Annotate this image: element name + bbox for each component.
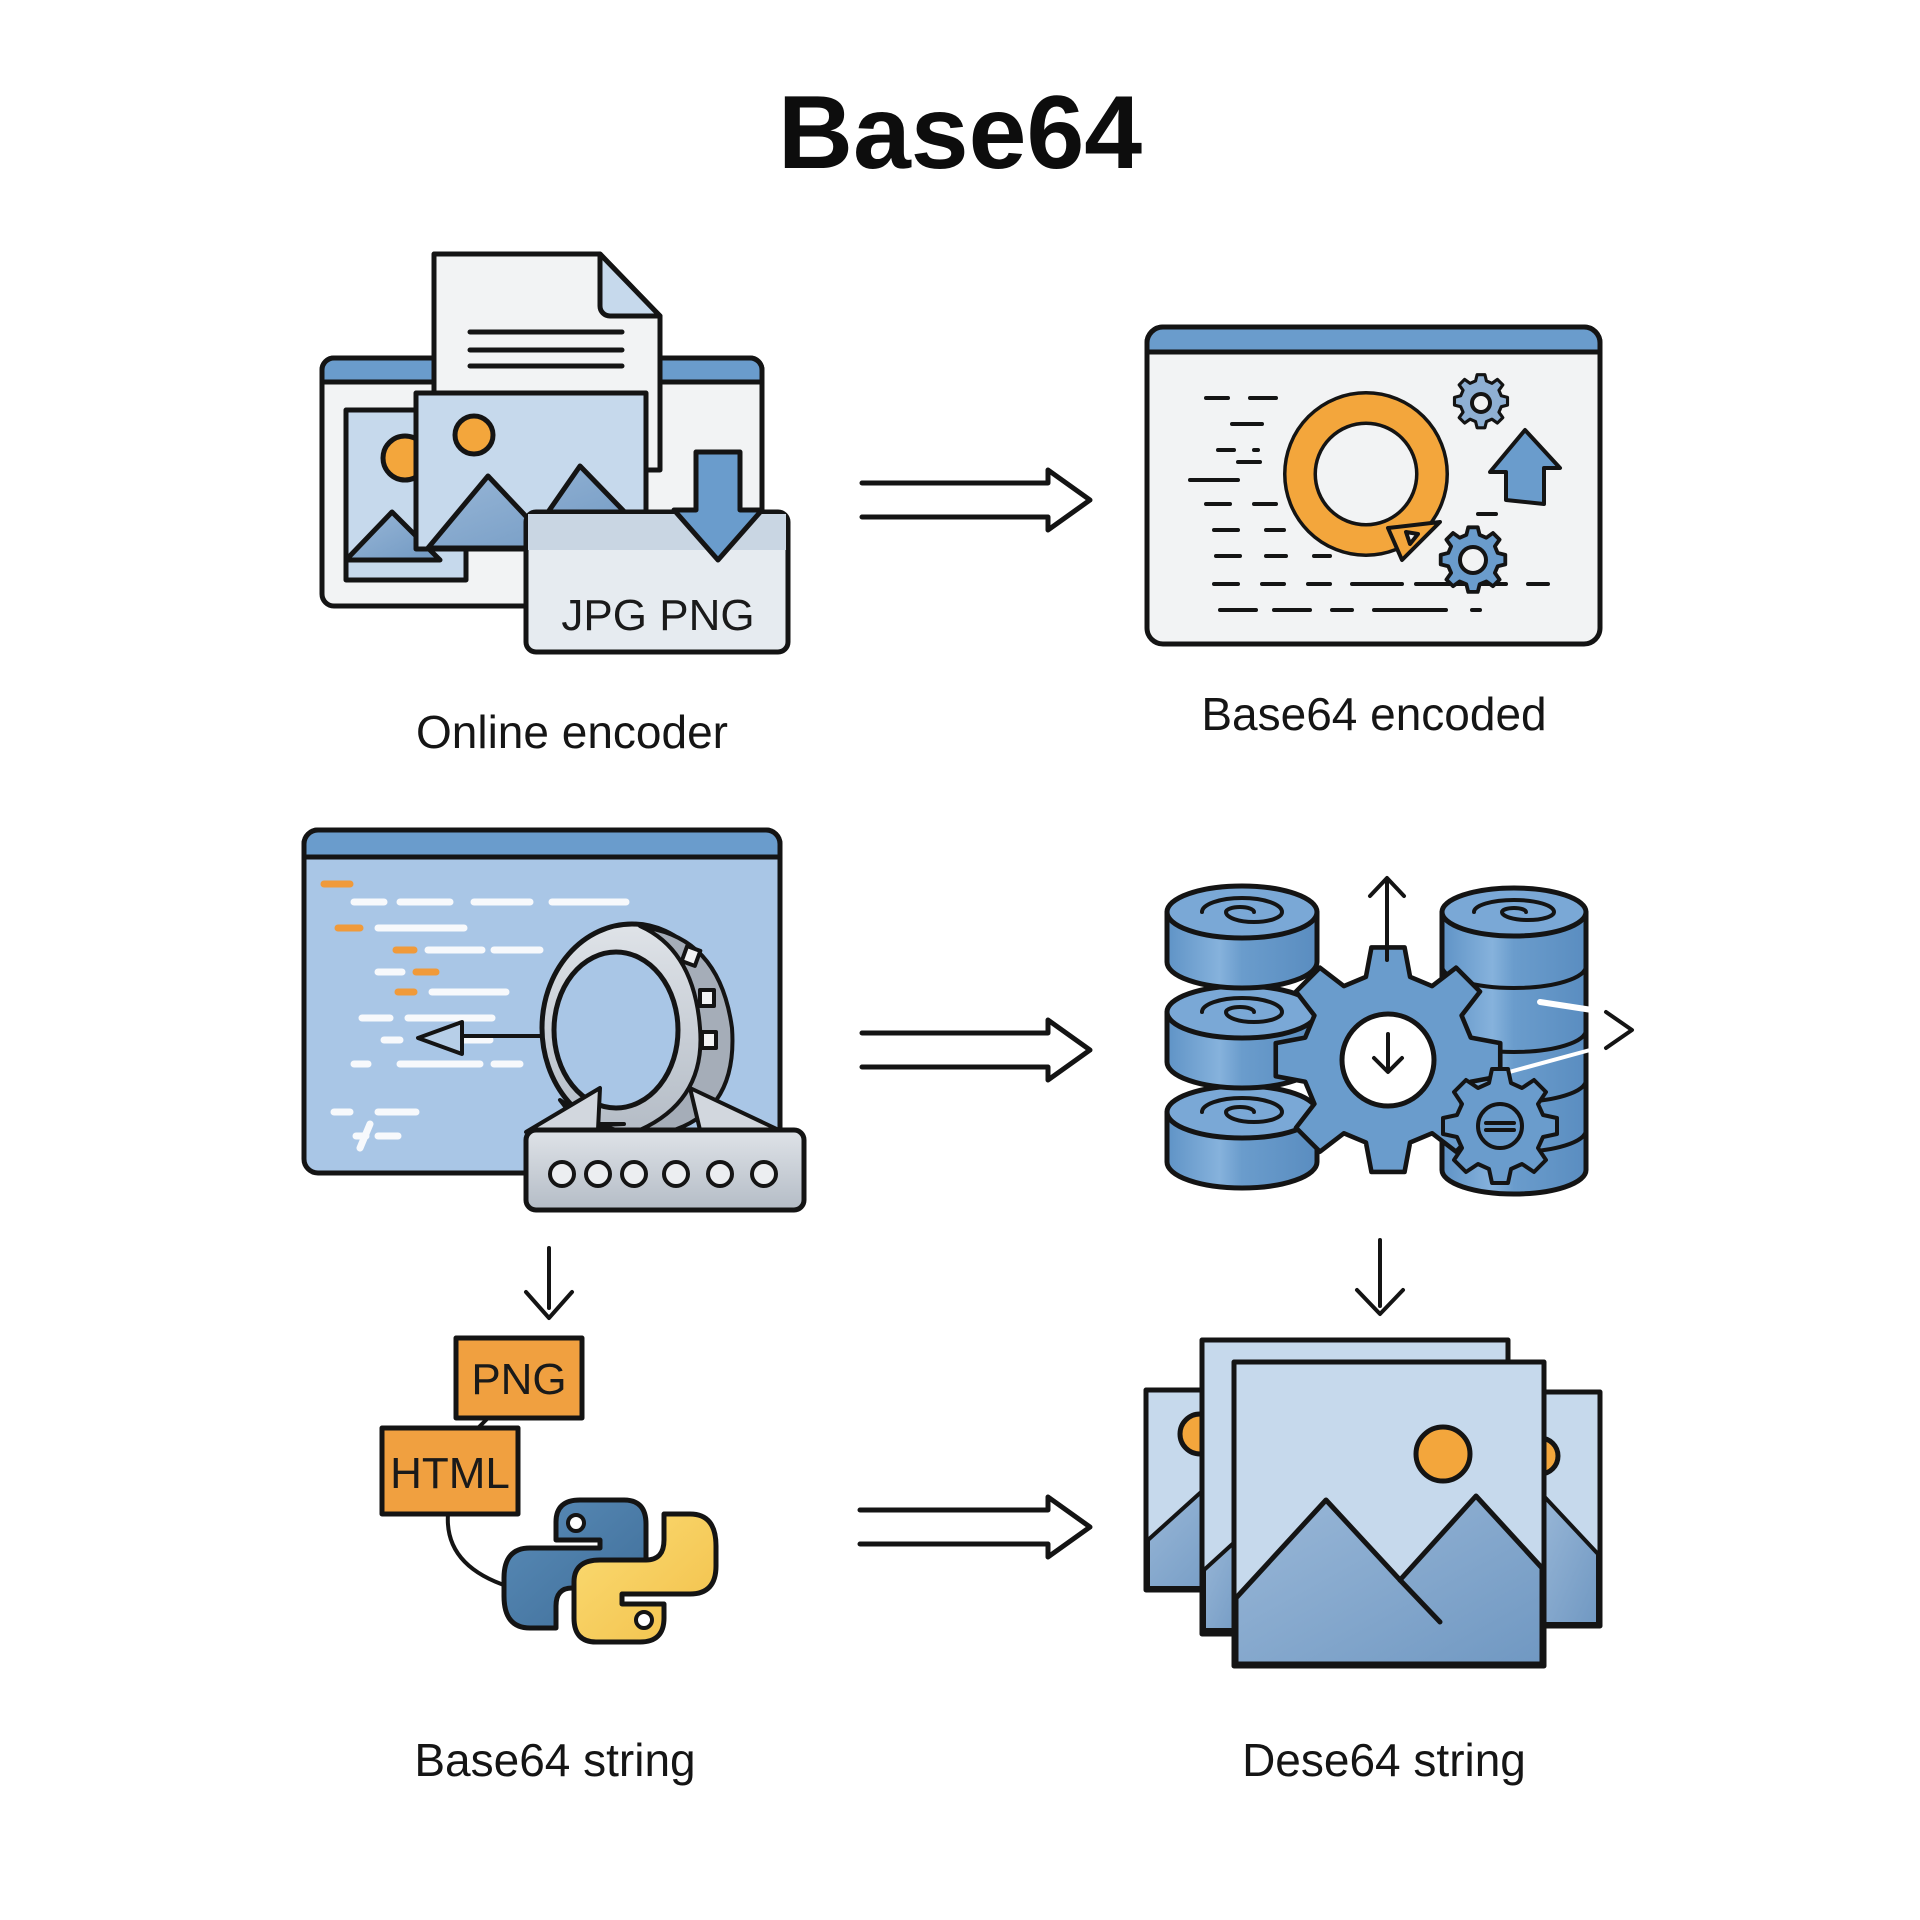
up-arrow-icon	[1368, 876, 1406, 962]
diagram-title: Base64	[778, 75, 1142, 191]
small-gear-icon	[1441, 1067, 1559, 1185]
database-processing-illustration	[1164, 876, 1634, 1197]
decoded-images-illustration	[1143, 1337, 1603, 1669]
base64-string-illustration: PNG HTML	[379, 1335, 719, 1645]
online-encoder-illustration: JPG PNG	[319, 251, 791, 655]
disk-icon	[1164, 1083, 1320, 1191]
flow-arrow-right-2	[859, 1017, 1093, 1083]
tag-png-label: PNG	[471, 1355, 566, 1404]
step-label-base64-string: Base64 string	[414, 1734, 695, 1786]
gear-icon	[1452, 373, 1510, 430]
file-format-badge: JPG PNG	[561, 591, 754, 640]
gear-icon	[1438, 525, 1508, 594]
database-stack-left	[1164, 883, 1320, 1191]
python-logo-icon	[501, 1497, 719, 1645]
step-label-base64-encoded: Base64 encoded	[1201, 688, 1546, 740]
base64-encoded-illustration	[1144, 324, 1603, 647]
step-label-decoded: Dese64 string	[1242, 1734, 1526, 1786]
refresh-cycle-icon	[1283, 391, 1449, 562]
tag-html-label: HTML	[390, 1449, 510, 1498]
disk-icon	[1164, 883, 1320, 991]
flow-arrow-right-1	[859, 467, 1093, 533]
right-chevron-icon	[1604, 1010, 1634, 1050]
step-label-online-encoder: Online encoder	[416, 706, 728, 758]
encoder-machine-illustration	[301, 827, 807, 1213]
flow-arrow-down-right	[1355, 1238, 1405, 1316]
tag-png: PNG	[453, 1335, 585, 1421]
image-icon	[1231, 1359, 1547, 1669]
flow-arrow-down-left	[524, 1246, 574, 1320]
download-arrow-icon	[671, 449, 765, 563]
upload-arrow-icon	[1488, 428, 1562, 506]
encoder-base	[523, 1086, 807, 1213]
download-panel: JPG PNG	[523, 449, 791, 655]
tag-html: HTML	[379, 1425, 521, 1517]
flow-arrow-right-3	[857, 1494, 1093, 1560]
